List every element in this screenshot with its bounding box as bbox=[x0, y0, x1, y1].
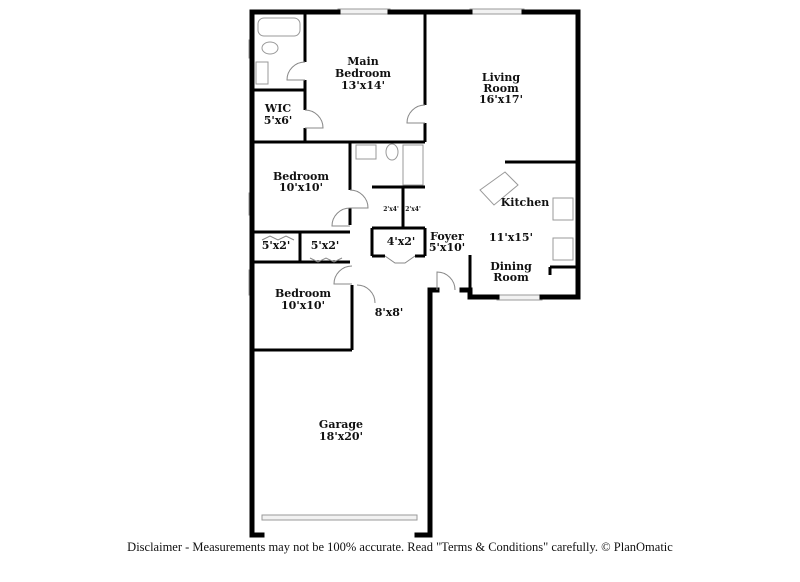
foyer-size: 5'x10' bbox=[429, 241, 465, 254]
living-room-label: Living bbox=[482, 71, 520, 84]
closet-size: 5'x2' bbox=[311, 239, 340, 252]
kitchen-sink-counter bbox=[479, 171, 519, 206]
doors bbox=[261, 61, 456, 304]
exterior-walls bbox=[249, 9, 581, 538]
foyer-label: Foyer bbox=[430, 230, 464, 243]
bedroom-size: 10'x10' bbox=[279, 181, 323, 194]
bathtub bbox=[402, 144, 424, 186]
sink bbox=[355, 144, 377, 160]
interior-walls bbox=[252, 12, 578, 352]
closet-size: 5'x2' bbox=[262, 239, 291, 252]
garage-door bbox=[261, 514, 418, 521]
dining-room-label: Room bbox=[493, 271, 529, 284]
dining-room-label: Dining bbox=[490, 260, 532, 273]
bedroom-label: Bedroom bbox=[275, 287, 331, 300]
toilet bbox=[261, 41, 279, 55]
wic-label: WIC bbox=[264, 102, 291, 115]
toilet bbox=[385, 143, 399, 161]
main-bedroom-label: Bedroom bbox=[335, 67, 391, 80]
stove-icon bbox=[552, 197, 574, 221]
fridge bbox=[552, 237, 574, 261]
hall-size: 8'x8' bbox=[375, 306, 404, 319]
disclaimer: Disclaimer - Measurements may not be 100… bbox=[127, 540, 673, 554]
wic-size: 5'x6' bbox=[264, 114, 293, 127]
living-room-label: Room bbox=[483, 82, 519, 95]
living-room-size: 16'x17' bbox=[479, 93, 523, 106]
garage-label: Garage bbox=[319, 418, 363, 431]
bathtub bbox=[257, 17, 301, 37]
sink bbox=[255, 61, 269, 85]
closet-size: 2'x4' bbox=[383, 206, 399, 213]
main-bedroom-size: 13'x14' bbox=[341, 79, 385, 92]
main-bedroom-label: Main bbox=[347, 55, 378, 68]
kitchen-size: 11'x15' bbox=[489, 231, 533, 244]
kitchen-label: Kitchen bbox=[501, 196, 550, 209]
bedroom-size: 10'x10' bbox=[281, 299, 325, 312]
garage-size: 18'x20' bbox=[319, 430, 363, 443]
bedroom-label: Bedroom bbox=[273, 170, 329, 183]
closet-size: 2'x4' bbox=[405, 206, 421, 213]
closet-size: 4'x2' bbox=[387, 235, 416, 248]
